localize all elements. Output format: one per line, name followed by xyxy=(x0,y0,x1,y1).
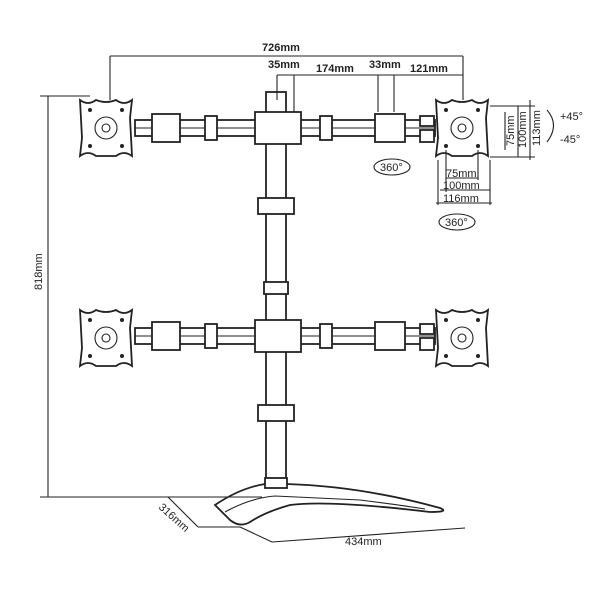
vesa-plate-bottom-right xyxy=(435,309,489,367)
dim-total-width: 726mm xyxy=(262,42,300,54)
dim-joint: 33mm xyxy=(369,59,401,71)
center-pole xyxy=(257,91,295,488)
dim-base-depth: 316mm xyxy=(156,501,191,534)
rotation-plate-label: 360° xyxy=(445,217,468,229)
lower-arm xyxy=(134,319,436,353)
tilt-up: +45° xyxy=(560,111,583,123)
dim-vesa-h-75: 75mm xyxy=(446,168,477,180)
dim-end-segment: 121mm xyxy=(410,63,448,75)
vesa-plate-top-right xyxy=(435,99,489,157)
dim-vesa-v-75: 75mm xyxy=(505,115,517,146)
vesa-plate-bottom-left xyxy=(79,309,133,367)
dim-plate-height: 113mm xyxy=(531,110,543,146)
dim-arm-segment: 174mm xyxy=(316,63,354,75)
rotation-joint-label: 360° xyxy=(380,162,403,174)
dim-plate-width: 116mm xyxy=(443,193,479,205)
stand-base xyxy=(213,477,445,526)
dim-vesa-v-100: 100mm xyxy=(517,111,529,148)
upper-arm xyxy=(134,111,436,145)
dim-vesa-h-100: 100mm xyxy=(443,180,480,192)
tilt-down: -45° xyxy=(560,134,580,146)
vesa-plate-top-left xyxy=(79,99,133,157)
dimension-lines xyxy=(40,55,555,543)
dim-total-height: 818mm xyxy=(33,253,45,290)
dim-pole-clamp: 35mm xyxy=(268,59,300,71)
dim-base-width: 434mm xyxy=(345,536,382,548)
